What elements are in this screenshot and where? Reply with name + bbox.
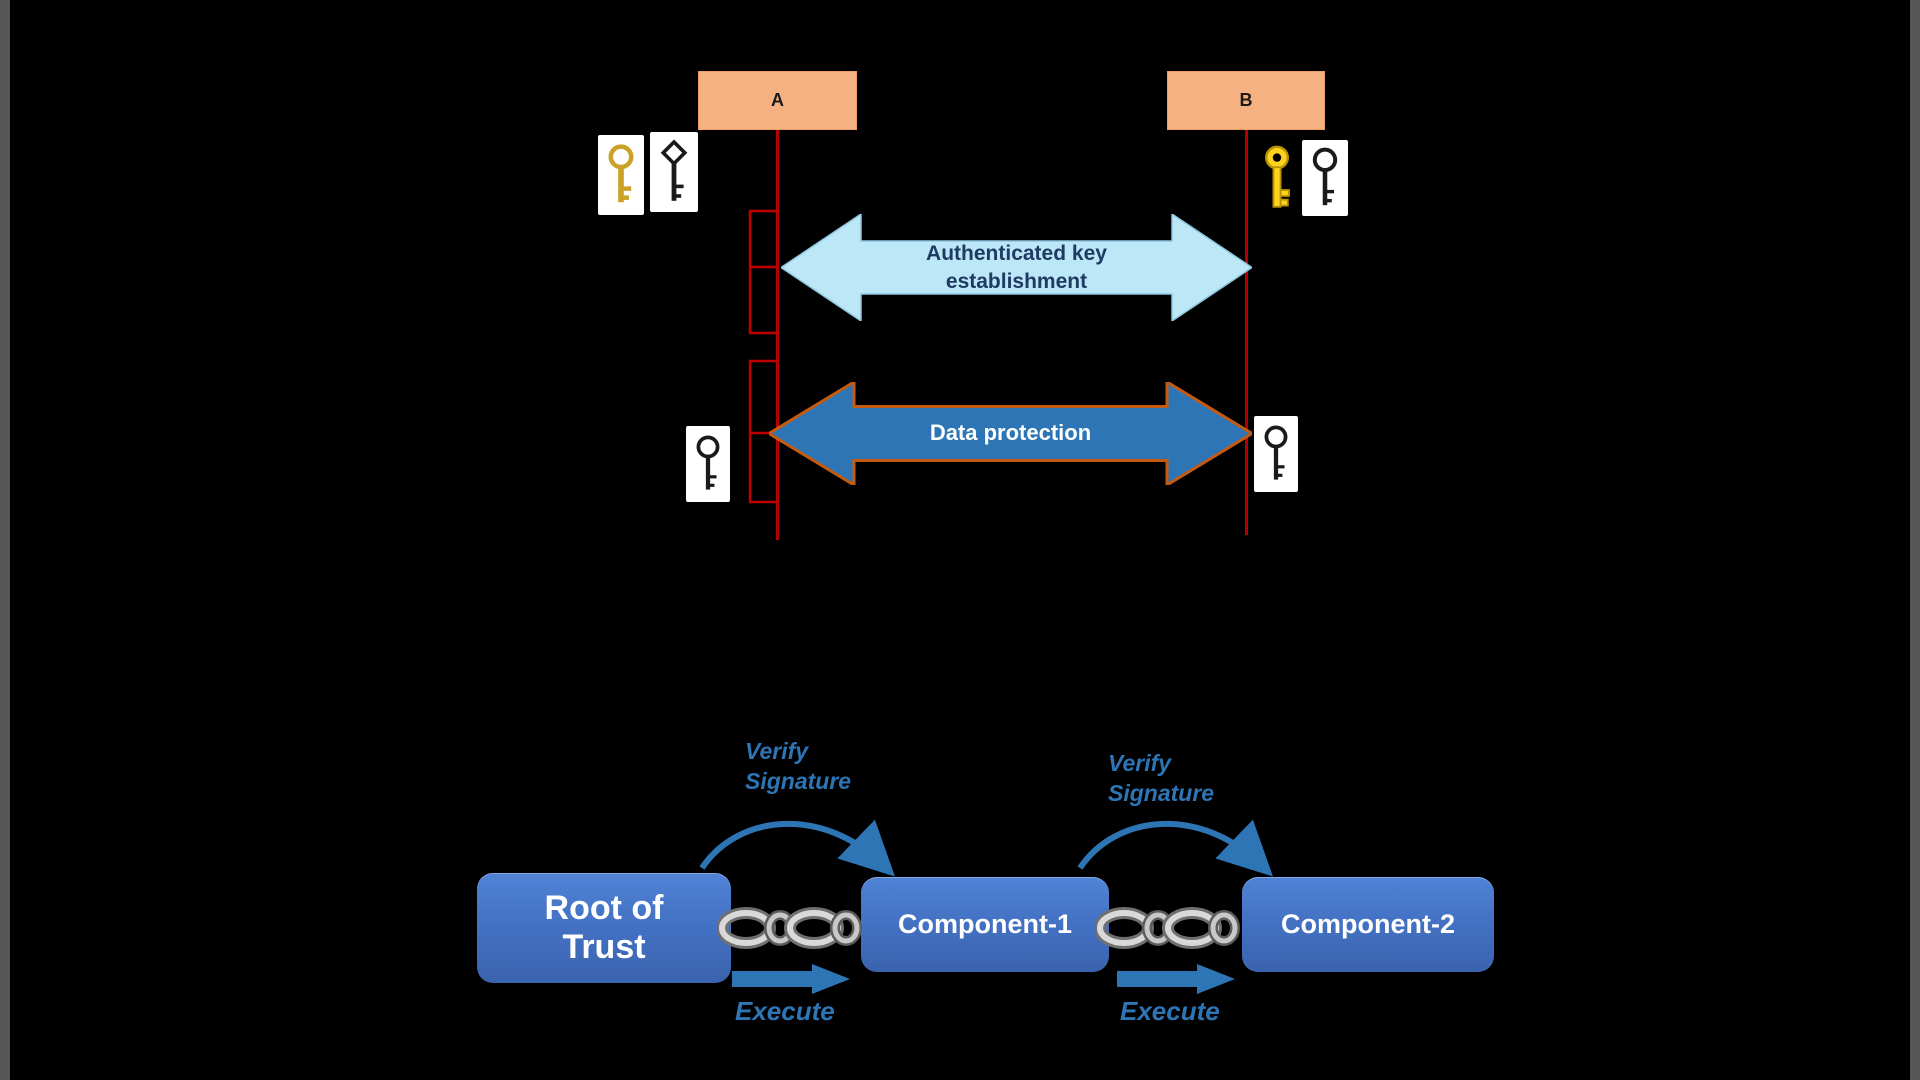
verify-arrow-1 <box>699 819 895 877</box>
session-key-icon-a <box>686 426 730 502</box>
root-of-trust-label: Root of Trust <box>544 888 664 966</box>
component-1-label: Component-1 <box>898 908 1072 939</box>
data-protection-arrow-label: Data protection <box>929 420 1092 446</box>
data-protection-arrow: Data protection <box>769 382 1252 485</box>
component-2-node: Component-2 <box>1242 877 1494 972</box>
lifeline-a <box>776 130 779 540</box>
letterbox-edge-right <box>1910 0 1920 1080</box>
yellow-key-icon <box>1256 136 1298 220</box>
letterbox-edge-left <box>0 0 10 1080</box>
gold-key-icon <box>598 135 644 215</box>
entity-a-box: A <box>698 71 857 130</box>
entity-b-box: B <box>1167 71 1325 130</box>
execute-label-2: Execute <box>1120 996 1220 1026</box>
execute-arrow-1 <box>732 964 850 994</box>
entity-b-label: B <box>1239 90 1253 110</box>
lifeline-b <box>1245 130 1248 535</box>
entity-a-label: A <box>771 90 784 110</box>
outline-key-icon <box>1302 140 1348 216</box>
verify-signature-label-1: Verify Signature <box>745 738 852 794</box>
auth-key-arrow-label: Authenticated key establishment <box>926 242 1107 293</box>
verify-signature-label-2: Verify Signature <box>1108 750 1215 806</box>
auth-key-arrow: Authenticated key establishment <box>781 214 1252 321</box>
root-of-trust-node: Root of Trust <box>477 873 731 983</box>
chain-link-icon-1 <box>718 907 862 949</box>
chain-link-icon-2 <box>1096 907 1240 949</box>
session-key-icon-b <box>1254 416 1298 492</box>
execute-arrow-2 <box>1117 964 1235 994</box>
component-2-label: Component-2 <box>1281 908 1455 939</box>
verify-arrow-2 <box>1077 819 1273 877</box>
ornate-key-icon <box>650 132 698 212</box>
execute-label-1: Execute <box>735 996 835 1026</box>
component-1-node: Component-1 <box>861 877 1109 972</box>
